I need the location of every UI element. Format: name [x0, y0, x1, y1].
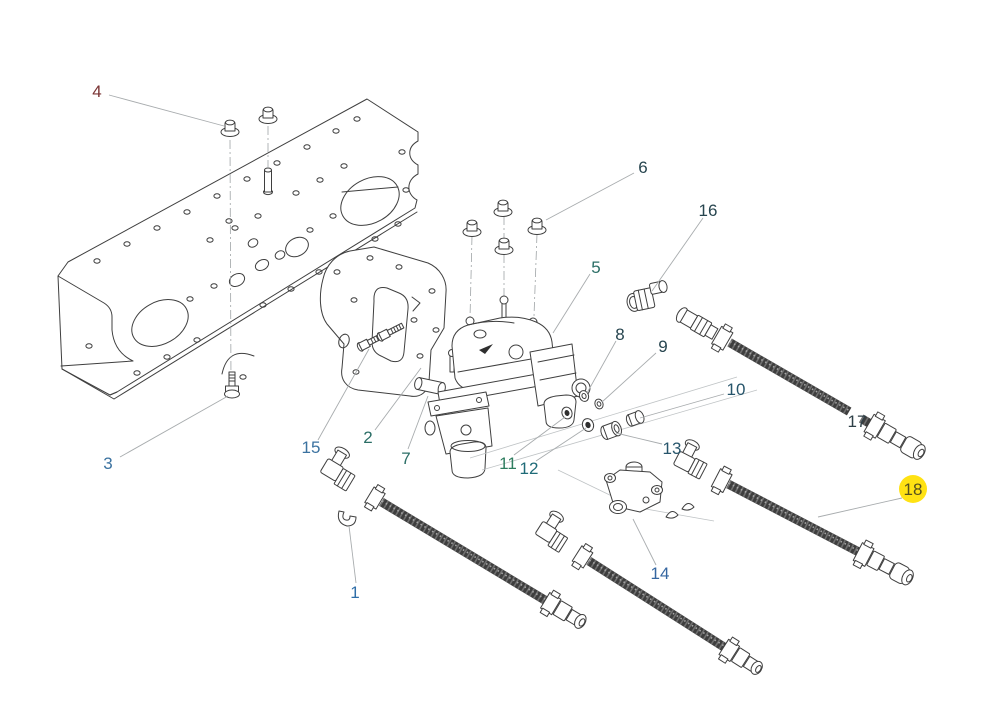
- hose-assembly: [316, 444, 598, 635]
- callout-6-leader: [546, 173, 634, 220]
- callout-18-highlight: [899, 475, 927, 503]
- callout-8[interactable]: 8: [615, 325, 624, 344]
- callout-15-leader: [318, 349, 369, 440]
- callout-11-leader: [514, 417, 565, 455]
- seal-ring: [560, 406, 574, 421]
- callout-7[interactable]: 7: [401, 449, 410, 468]
- valve-assembly: [425, 296, 590, 478]
- callout-5-leader: [553, 274, 590, 333]
- assembly-centerlines: [230, 126, 537, 384]
- elbow-fitting: [624, 280, 671, 313]
- callout-5[interactable]: 5: [591, 258, 600, 277]
- sealing-washer: [594, 398, 605, 410]
- callout-2[interactable]: 2: [363, 428, 372, 447]
- callout-2-leader: [375, 368, 421, 430]
- callout-1[interactable]: 1: [350, 583, 359, 602]
- callout-7-leader: [408, 396, 428, 449]
- quick-release-valve: [605, 462, 663, 514]
- hose-assembly: [670, 437, 922, 592]
- callout-6[interactable]: 6: [638, 158, 647, 177]
- callout-12[interactable]: 12: [520, 459, 539, 478]
- callout-10[interactable]: 10: [727, 380, 746, 399]
- flange-nut: [258, 106, 278, 124]
- plate-stud: [264, 168, 273, 195]
- callout-14[interactable]: 14: [651, 564, 670, 583]
- mounting-plate: [58, 99, 418, 399]
- callout-4-leader: [109, 95, 224, 126]
- screw-plug: [599, 420, 623, 441]
- flange-nut: [220, 119, 240, 137]
- hose-clip: [338, 511, 356, 526]
- callout-13-leader: [616, 433, 662, 444]
- cap-nut: [462, 219, 482, 237]
- callout-15[interactable]: 15: [302, 438, 321, 457]
- callout-11[interactable]: 11: [499, 454, 517, 473]
- protective-cap: [666, 511, 678, 518]
- callout-4[interactable]: 4: [92, 82, 101, 101]
- hose-assembly: [531, 508, 774, 681]
- mounting-bracket: [320, 247, 446, 396]
- screw-plug: [625, 409, 646, 427]
- plate-holes: [86, 117, 409, 379]
- cap-nut: [494, 237, 514, 255]
- callout-16[interactable]: 16: [699, 201, 718, 220]
- spacer-sleeve: [414, 377, 447, 395]
- callout-12-leader: [536, 428, 586, 461]
- callout-9-leader: [602, 353, 656, 402]
- sealing-washer: [578, 389, 590, 402]
- cap-nut: [527, 217, 547, 235]
- callout-18[interactable]: 18: [904, 480, 923, 499]
- callout-9[interactable]: 9: [658, 337, 667, 356]
- callout-14-leader: [633, 519, 656, 565]
- callout-3-leader: [120, 396, 228, 457]
- callout-18-leader: [818, 498, 902, 517]
- callout-13[interactable]: 13: [663, 439, 682, 458]
- callout-17[interactable]: 17: [848, 412, 867, 431]
- callout-10-leader: [640, 394, 724, 418]
- protective-cap: [682, 503, 694, 510]
- callout-1-leader: [349, 526, 356, 583]
- bracket-bolt: [376, 321, 405, 342]
- hose-assembly: [671, 301, 931, 467]
- cap-nut: [493, 199, 513, 217]
- callout-8-leader: [587, 341, 616, 393]
- callout-16-leader: [652, 218, 703, 291]
- callout-3[interactable]: 3: [103, 454, 112, 473]
- hex-bolt: [225, 372, 240, 398]
